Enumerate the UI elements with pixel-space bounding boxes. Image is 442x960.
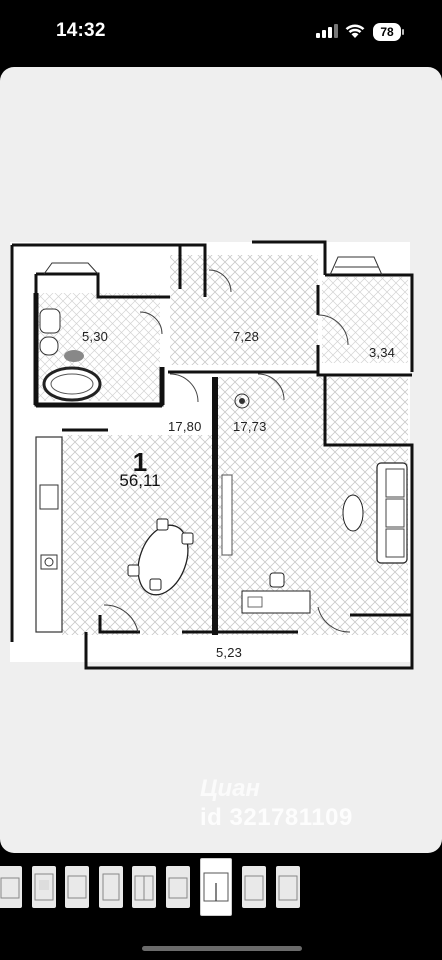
status-bar: 14:32 78 (0, 0, 442, 62)
thumbnail[interactable] (0, 866, 22, 908)
room-area-hallway: 7,28 (233, 329, 260, 344)
room-area-bedroom: 17,73 (233, 419, 267, 434)
thumbnail[interactable] (166, 866, 190, 908)
thumbnail[interactable] (32, 866, 56, 908)
wifi-icon (345, 24, 365, 38)
watermark-id: id 321781109 (200, 804, 353, 831)
thumbnail[interactable] (132, 866, 156, 908)
signal-icon (316, 24, 338, 38)
image-viewer[interactable]: 5,30 7,28 3,34 17,80 17,73 5,23 1 56,11 … (0, 67, 442, 853)
thumbnail[interactable] (65, 866, 89, 908)
battery-icon: 78 (373, 23, 401, 41)
thumbnail[interactable] (99, 866, 123, 908)
room-area-balcony: 5,23 (216, 645, 243, 660)
room-area-kitchen-living: 17,80 (168, 419, 202, 434)
thumbnail-active[interactable] (200, 858, 232, 916)
thumbnail[interactable] (242, 866, 266, 908)
home-indicator[interactable] (142, 946, 302, 951)
room-area-storage: 3,34 (369, 345, 396, 360)
room-area-bathroom: 5,30 (82, 329, 109, 344)
watermark-logo: Циан (200, 775, 260, 802)
status-time: 14:32 (56, 20, 106, 41)
apartment-total-area: 56,11 (119, 471, 161, 490)
battery-tip (402, 29, 404, 35)
thumbnail[interactable] (276, 866, 300, 908)
floor-plan-drawing (10, 240, 414, 670)
apartment-number: 1 (132, 447, 148, 477)
thumbnail-strip[interactable] (0, 856, 442, 920)
